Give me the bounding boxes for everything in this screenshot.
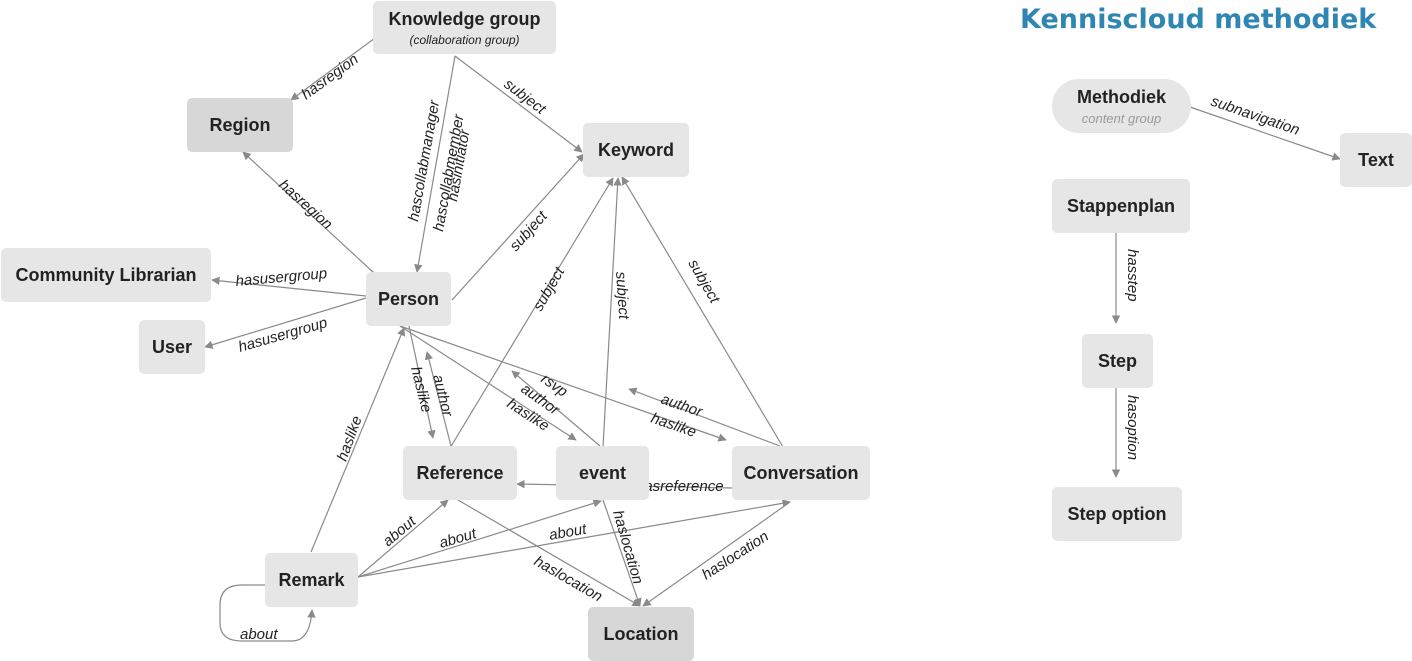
- label-event-subject: subject: [612, 271, 632, 320]
- label-kg-hasregion: hasregion: [298, 51, 361, 103]
- label-person-hasusergroup-user: hasusergroup: [236, 314, 329, 356]
- label-meth-subnavigation: subnavigation: [1209, 93, 1302, 139]
- edge-kg-person: [414, 55, 456, 273]
- label-remark-about-conv: about: [548, 521, 589, 544]
- node-step-option[interactable]: Step option: [1052, 487, 1182, 541]
- node-user[interactable]: User: [139, 320, 205, 374]
- node-methodiek[interactable]: Methodiek content group: [1052, 79, 1191, 133]
- node-text[interactable]: Text: [1340, 133, 1412, 187]
- node-person[interactable]: Person: [366, 272, 451, 326]
- edge-event-rsvp-author: [511, 370, 601, 447]
- node-label: User: [151, 336, 193, 357]
- label-event-haslocation: haslocation: [609, 508, 646, 586]
- node-conversation[interactable]: Conversation: [732, 446, 870, 500]
- edge-person-hasregion: [242, 151, 375, 274]
- node-label: Remark: [278, 569, 345, 590]
- label-kg-subject: subject: [501, 76, 550, 119]
- label-conv-haslocation: haslocation: [699, 528, 772, 584]
- edge-remark-haslike: [310, 327, 405, 553]
- edge-person-subject: [451, 153, 585, 301]
- label-ref-haslike: haslike: [407, 365, 435, 414]
- edge-conv-author: [628, 387, 781, 447]
- label-conv-hasreference: hasreference: [636, 478, 724, 495]
- node-label: Region: [209, 114, 271, 135]
- node-label: Knowledge group: [388, 8, 541, 29]
- node-label: Step: [1097, 350, 1137, 371]
- label-person-hasregion: hasregion: [275, 176, 335, 233]
- edge-remark-about-conv: [357, 499, 791, 578]
- label-ref-author: author: [429, 373, 456, 419]
- node-label: Text: [1358, 149, 1394, 170]
- node-community-librarian[interactable]: Community Librarian: [1, 248, 211, 302]
- node-label: Step option: [1067, 503, 1167, 524]
- edge-ref-haslocation: [457, 499, 641, 607]
- node-label: Community Librarian: [15, 264, 197, 285]
- edge-remark-about-ref: [357, 499, 449, 578]
- label-person-hasusergroup-cl: hasusergroup: [235, 265, 328, 290]
- node-label: Reference: [416, 462, 504, 483]
- node-label: Keyword: [597, 139, 675, 160]
- node-reference[interactable]: Reference: [403, 446, 517, 500]
- node-event[interactable]: event: [556, 446, 649, 500]
- node-label: event: [578, 462, 627, 483]
- node-remark[interactable]: Remark: [265, 553, 358, 607]
- label-step-hasoption: hasoption: [1124, 395, 1141, 460]
- label-remark-about-self: about: [240, 626, 278, 643]
- edge-ref-haslike: [408, 325, 436, 439]
- node-region[interactable]: Region: [187, 98, 293, 152]
- edge-meth-subnavigation: [1189, 106, 1341, 161]
- edge-person-hasusergroup-cl: [211, 276, 367, 297]
- node-label: Location: [603, 623, 679, 644]
- edge-reference-subject: [449, 177, 614, 449]
- node-sublabel: (collaboration group): [409, 32, 520, 47]
- edge-remark-about-event: [357, 499, 602, 578]
- label-conversation-subject: subject: [685, 257, 724, 307]
- node-knowledge-group[interactable]: Knowledge group (collaboration group): [373, 1, 556, 54]
- node-stappenplan[interactable]: Stappenplan: [1052, 179, 1190, 233]
- edge-conv-haslocation: [642, 501, 791, 607]
- label-remark-haslike: haslike: [334, 414, 366, 464]
- label-stap-hasstep: hasstep: [1124, 249, 1141, 302]
- edge-event-haslike: [399, 325, 577, 441]
- node-location[interactable]: Location: [588, 607, 694, 661]
- node-label: Methodiek: [1076, 86, 1166, 107]
- node-sublabel: content group: [1081, 110, 1162, 126]
- edge-person-hasusergroup-user: [204, 297, 367, 349]
- edge-conversation-subject: [621, 176, 784, 448]
- label-remark-about-ref: about: [380, 512, 420, 550]
- node-step[interactable]: Step: [1082, 334, 1153, 388]
- node-label: Person: [377, 288, 440, 309]
- node-keyword[interactable]: Keyword: [583, 123, 689, 177]
- edge-event-haslocation: [602, 499, 642, 607]
- page-title: Kenniscloud methodiek: [1020, 4, 1377, 35]
- label-remark-about-event: about: [437, 525, 479, 552]
- edge-remark-about-self: [219, 584, 316, 642]
- edge-kg-subject: [454, 55, 583, 153]
- edge-ref-author: [424, 351, 452, 447]
- node-label: Conversation: [743, 462, 859, 483]
- edge-conv-haslike: [399, 325, 727, 442]
- node-label: Stappenplan: [1066, 195, 1175, 216]
- edge-kg-hasregion: [290, 37, 376, 101]
- label-reference-subject: subject: [530, 264, 569, 314]
- edge-event-subject: [602, 177, 622, 448]
